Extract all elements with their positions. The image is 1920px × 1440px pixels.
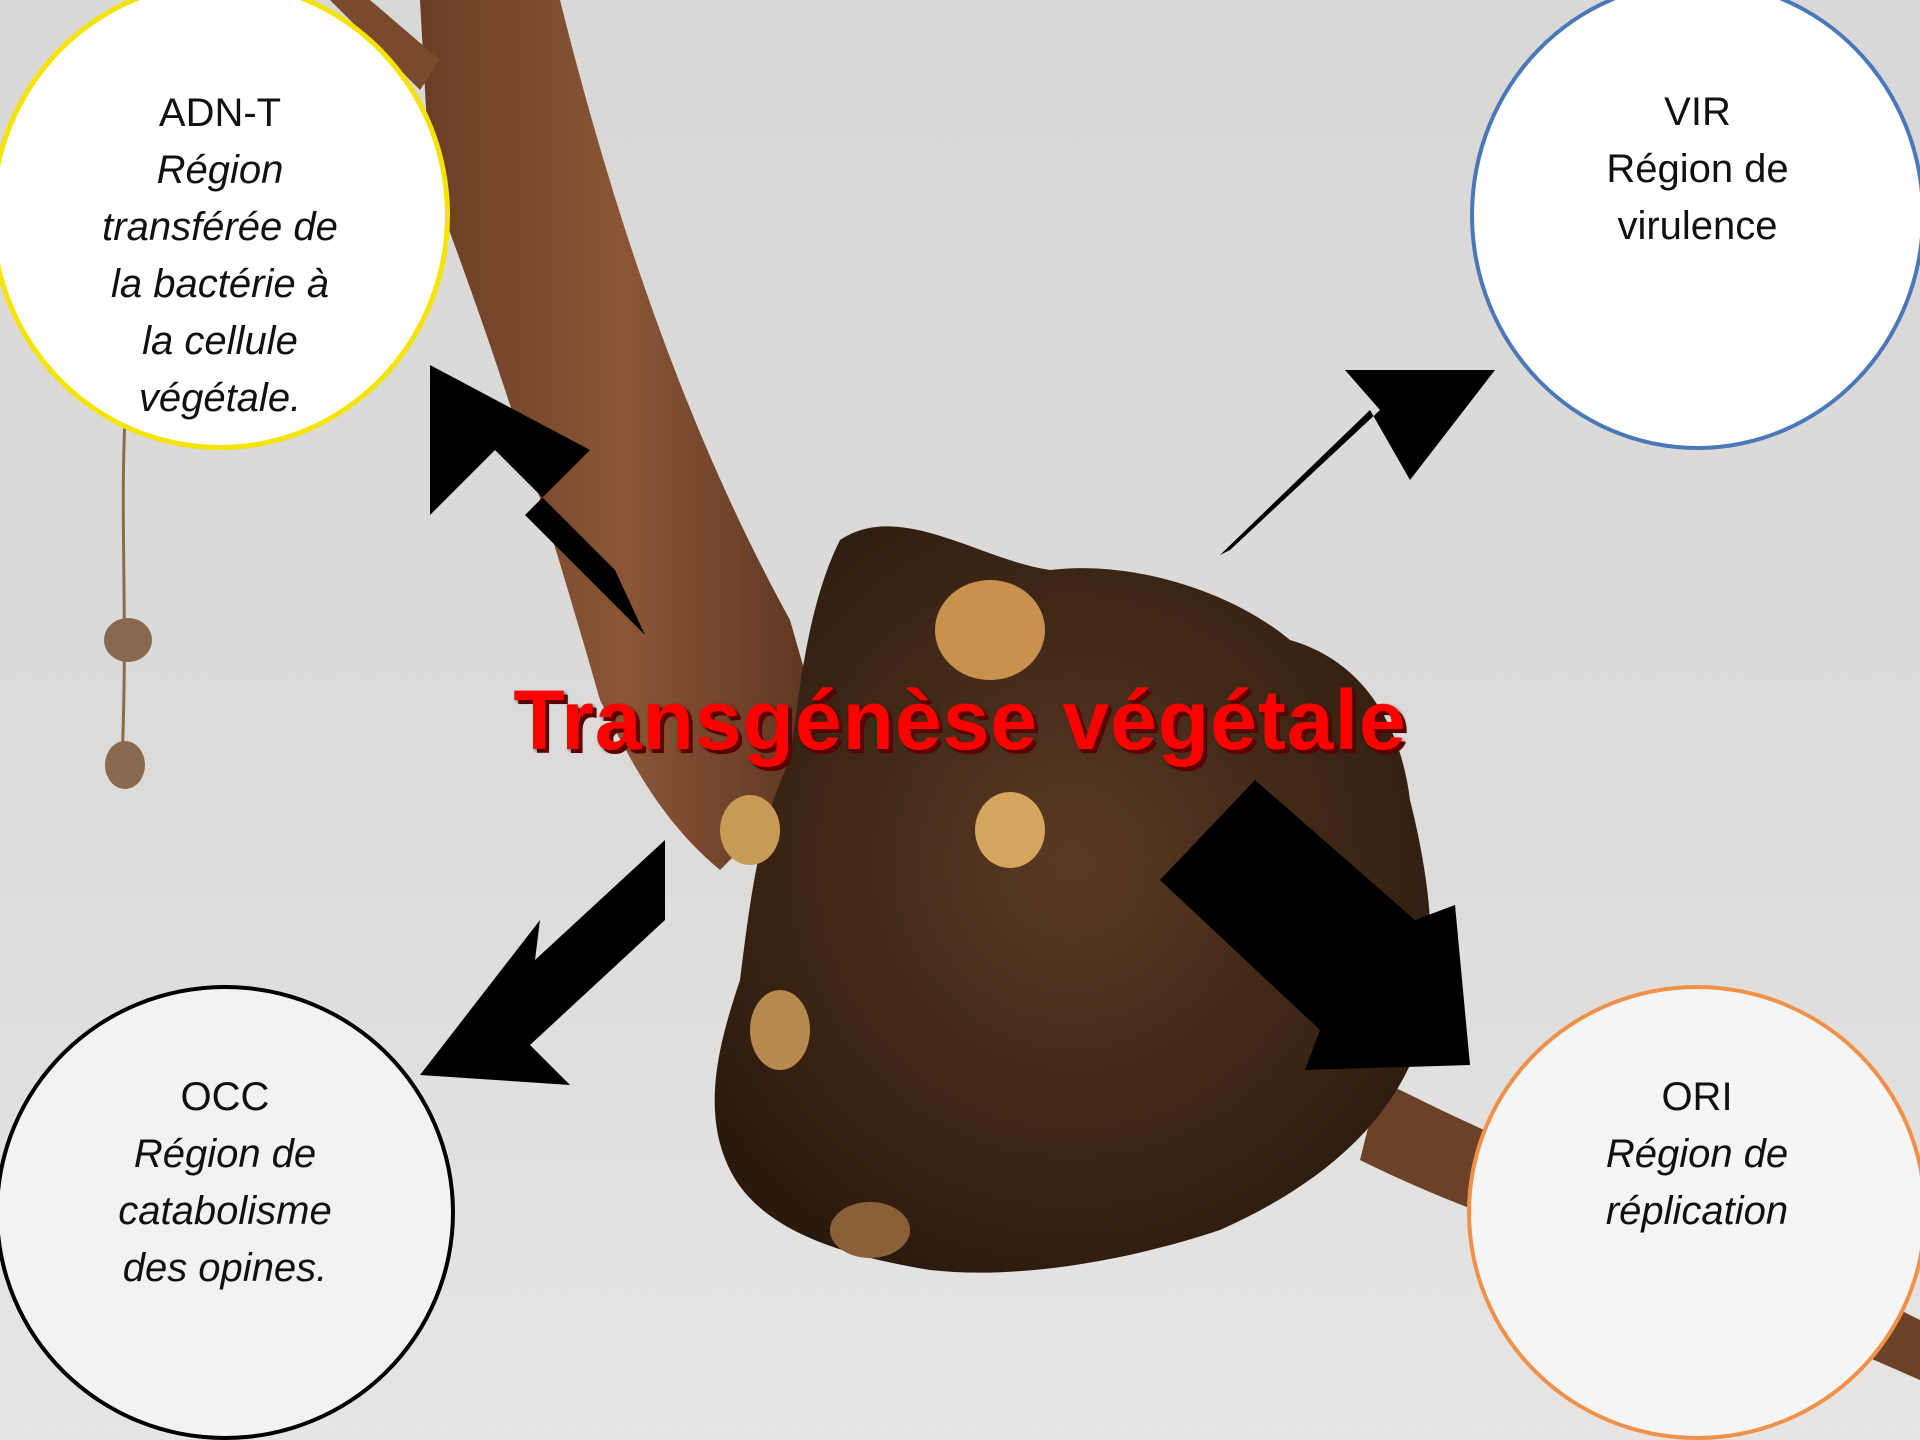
node-vir: VIR Région de virulence xyxy=(1470,0,1920,450)
node-adnt-desc-line: la bactérie à xyxy=(111,256,329,313)
node-adnt-name: ADN-T xyxy=(159,85,281,142)
node-occ-desc-line: catabolisme xyxy=(118,1183,331,1240)
node-occ-desc-line: des opines. xyxy=(123,1240,328,1297)
node-adnt-desc-line: transférée de xyxy=(102,199,338,256)
node-occ-name: OCC xyxy=(181,1069,270,1126)
node-vir-desc-line: virulence xyxy=(1617,198,1777,255)
node-ori-desc-line: réplication xyxy=(1606,1183,1788,1240)
arrow-to-ori xyxy=(1160,780,1470,1070)
node-occ: OCC Région de catabolisme des opines. xyxy=(0,985,455,1440)
arrow-to-adnt xyxy=(430,365,645,635)
node-ori-name: ORI xyxy=(1661,1069,1732,1126)
arrow-to-occ xyxy=(420,840,665,1085)
node-ori-desc-line: Région de xyxy=(1606,1126,1788,1183)
diagram-title: Transgénèse végétale xyxy=(0,672,1920,769)
node-vir-name: VIR xyxy=(1664,84,1731,141)
node-adnt-desc-line: végétale. xyxy=(139,370,301,427)
arrow-to-vir xyxy=(1220,370,1495,555)
node-vir-desc-line: Région de xyxy=(1606,141,1788,198)
node-adnt-desc-line: la cellule xyxy=(142,313,298,370)
node-occ-desc-line: Région de xyxy=(134,1126,316,1183)
node-adnt-desc-line: Région xyxy=(157,142,284,199)
node-ori: ORI Région de réplication xyxy=(1467,985,1920,1440)
